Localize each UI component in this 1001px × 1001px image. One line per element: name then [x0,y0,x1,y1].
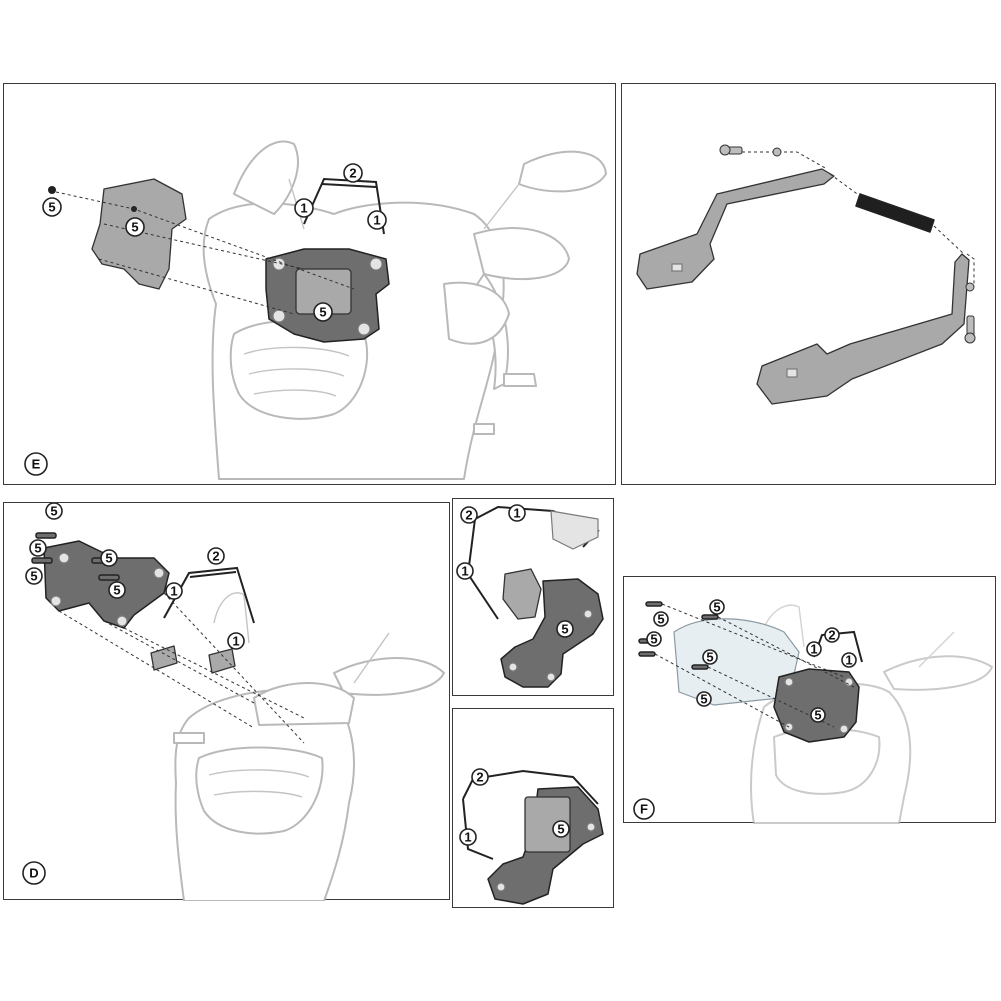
svg-text:5: 5 [105,551,112,566]
svg-text:5: 5 [319,305,326,320]
svg-text:2: 2 [476,770,483,785]
svg-text:2: 2 [465,508,472,523]
washer-top [772,147,782,157]
upper-arm [636,168,835,290]
callout-5: 5 [25,567,43,585]
callout-5: 5 [45,503,63,520]
svg-text:2: 2 [349,166,356,181]
callout-5: 5 [108,581,126,599]
svg-text:1: 1 [461,564,468,579]
plate-inset-top [500,578,604,688]
panel-f-drawing: 5 5 5 5 5 2 1 1 5 F [633,599,993,824]
callout-5: 5 [646,631,662,647]
callout-5: 5 [552,820,570,838]
callout-5: 5 [42,197,62,217]
svg-text:1: 1 [513,506,520,521]
panel-letter-d: D [22,861,46,885]
svg-text:E: E [32,457,41,472]
inset-bottom-drawing: 2 1 5 [459,768,604,905]
callout-1: 1 [456,562,474,580]
panel-e: 5 5 2 1 1 5 E [3,83,616,485]
motorcycle-front-e [202,140,607,480]
callout-1: 1 [806,641,822,657]
callout-1: 1 [227,632,245,650]
svg-text:2: 2 [212,549,219,564]
callout-5: 5 [702,649,718,665]
callout-2: 2 [460,506,478,524]
cross-tube [855,193,935,233]
callout-2: 2 [207,547,225,565]
svg-text:2: 2 [828,628,835,643]
callout-2: 2 [471,768,489,786]
svg-text:5: 5 [657,612,664,627]
callout-1: 1 [508,504,526,522]
callout-5: 5 [810,707,826,723]
callout-5: 5 [556,620,574,638]
svg-text:D: D [29,866,38,881]
svg-text:5: 5 [48,200,55,215]
svg-text:5: 5 [30,569,37,584]
svg-text:5: 5 [131,220,138,235]
svg-text:5: 5 [50,504,57,519]
panel-d-drawing: 5 5 5 5 5 2 1 1 D [22,503,445,901]
svg-text:5: 5 [650,632,657,647]
screw-top [719,144,743,156]
panel-d: 5 5 5 5 5 2 1 1 D [3,502,450,901]
svg-text:1: 1 [373,213,380,228]
screw-bottom [964,315,976,344]
svg-text:5: 5 [713,600,720,615]
bracket-exploded-drawing [636,144,976,405]
panel-bracket-exploded [621,83,996,485]
callout-2: 2 [824,627,840,643]
callout-5: 5 [653,611,669,627]
svg-text:5: 5 [113,583,120,598]
lower-arm [756,253,970,405]
callout-5: 5 [125,217,145,237]
callout-1: 1 [367,210,387,230]
panel-f: 5 5 5 5 5 2 1 1 5 F [623,576,996,824]
callout-5: 5 [29,539,47,557]
panel-e-drawing: 5 5 2 1 1 5 E [24,140,607,480]
svg-text:1: 1 [232,634,239,649]
panel-d-inset-top: 2 1 1 5 [452,498,614,696]
panel-d-inset-bottom: 2 1 5 [452,708,614,908]
callout-5: 5 [696,691,712,707]
callout-5: 5 [100,549,118,567]
washer-bottom [965,282,975,292]
svg-text:1: 1 [464,830,471,845]
panel-letter-e: E [24,452,48,476]
svg-text:5: 5 [561,622,568,637]
callout-5: 5 [313,302,333,322]
svg-text:1: 1 [300,201,307,216]
svg-text:F: F [640,802,648,817]
callout-1: 1 [294,198,314,218]
svg-text:5: 5 [700,692,707,707]
inset-top-drawing: 2 1 1 5 [456,504,604,688]
svg-text:1: 1 [170,584,177,599]
svg-text:5: 5 [706,650,713,665]
mounting-plate-f [773,668,860,743]
svg-text:1: 1 [845,653,852,668]
svg-text:5: 5 [34,541,41,556]
callout-2: 2 [343,163,363,183]
callout-1: 1 [165,582,183,600]
callout-1: 1 [841,652,857,668]
callout-5: 5 [709,599,725,615]
svg-text:1: 1 [810,642,817,657]
callout-1: 1 [459,828,477,846]
svg-text:5: 5 [814,708,821,723]
svg-text:5: 5 [557,822,564,837]
panel-letter-f: F [633,798,655,820]
motorcycle-front-d [173,592,445,901]
